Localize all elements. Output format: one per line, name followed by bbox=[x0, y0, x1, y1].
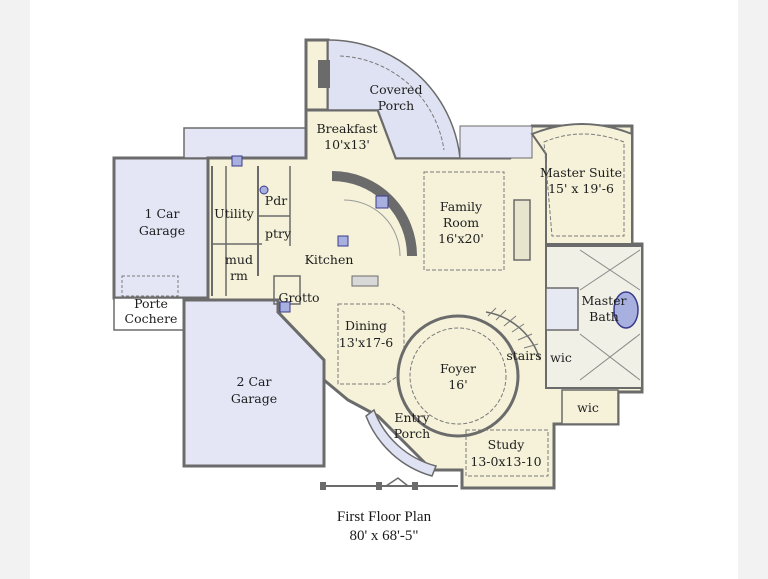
wic-lower-label: wic bbox=[577, 400, 599, 415]
pdr-label: Pdr bbox=[265, 193, 287, 208]
kitchen-island-inner-arc bbox=[343, 199, 401, 257]
foyer-rotunda bbox=[396, 314, 520, 438]
garage-storage-outline bbox=[121, 275, 179, 297]
utility-sink bbox=[231, 155, 243, 167]
cooktop bbox=[351, 275, 379, 287]
kitchen-sink bbox=[375, 195, 389, 209]
grotto-room bbox=[273, 275, 301, 305]
foyer-inner-circle bbox=[409, 327, 507, 425]
courtyard-post-left bbox=[320, 482, 326, 490]
prep-sink bbox=[337, 235, 349, 247]
courtyard-post-mid bbox=[376, 482, 382, 490]
wet-bar-sink bbox=[279, 301, 291, 313]
rear-porch-strip bbox=[459, 125, 533, 159]
grotto-label: Grotto bbox=[278, 290, 319, 305]
pantry-label: ptry bbox=[265, 226, 292, 241]
staircase bbox=[485, 307, 541, 361]
bath-diag-b bbox=[579, 249, 641, 291]
terrace bbox=[183, 127, 307, 159]
pdr-toilet bbox=[259, 185, 269, 195]
shower bbox=[545, 287, 579, 331]
utility-label: Utility bbox=[214, 206, 255, 221]
fireplace bbox=[513, 199, 531, 261]
left-margin bbox=[0, 0, 30, 579]
entry-porch-area bbox=[365, 408, 438, 477]
master-suite-outline bbox=[543, 133, 625, 237]
master-suite-room bbox=[530, 123, 633, 245]
porch-arc-line bbox=[339, 55, 445, 151]
plan-dimensions: 80' x 68'-5" bbox=[349, 528, 419, 544]
right-margin bbox=[738, 0, 768, 579]
bathtub bbox=[613, 291, 639, 329]
stairs-label: stairs bbox=[506, 348, 541, 363]
courtyard-post-right bbox=[412, 482, 418, 490]
bath-diag-d bbox=[579, 333, 641, 381]
family-room-outline bbox=[423, 171, 505, 271]
kitchen-label: Kitchen bbox=[305, 252, 354, 267]
kitchen-island-arc bbox=[331, 171, 417, 257]
plan-title: First Floor Plan bbox=[336, 509, 432, 525]
courtyard-gate bbox=[385, 477, 409, 487]
lower-closet-room bbox=[561, 389, 619, 425]
outdoor-grill bbox=[318, 60, 330, 88]
wic-upper-label: wic bbox=[550, 350, 572, 365]
study-outline bbox=[465, 429, 549, 477]
